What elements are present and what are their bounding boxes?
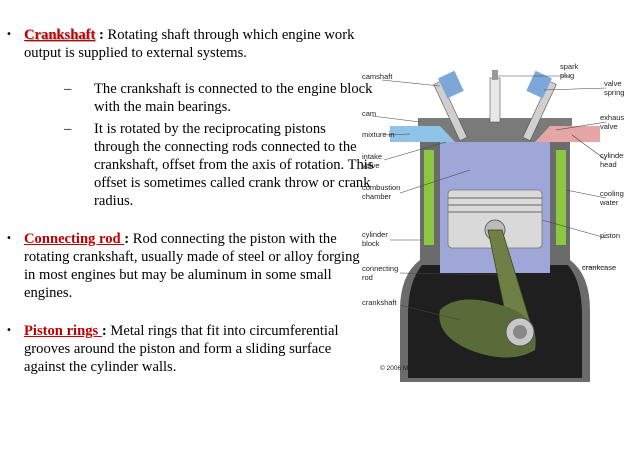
label-valve-spring-1: valve — [604, 79, 622, 88]
label-camshaft: camshaft — [362, 72, 393, 81]
copyright-note: © 2006 Merriam-Webster, Inc. — [380, 364, 467, 372]
spark-plug-tip — [492, 70, 498, 80]
label-spark-plug-2: plug — [560, 71, 574, 80]
bullet-body: Connecting rod : Rod connecting the pist… — [24, 230, 374, 302]
cooling-water-right — [556, 150, 566, 245]
term-piston-rings: Piston rings — [24, 323, 102, 339]
sub-dash: – — [64, 121, 72, 137]
label-valve-spring-2: spring — [604, 88, 624, 97]
bullet-connecting-rod: • Connecting rod : Rod connecting the pi… — [6, 230, 374, 302]
bullet-dot: • — [6, 233, 12, 244]
term-connecting-rod: Connecting rod — [24, 231, 125, 247]
sub-dash: – — [64, 81, 72, 97]
term-separator: : — [95, 27, 108, 43]
cooling-water-left — [424, 150, 434, 245]
term-separator: : — [124, 231, 133, 247]
label-connecting-rod-2: rod — [362, 273, 373, 282]
label-intake-valve-1: intake — [362, 152, 382, 161]
term-crankshaft: Crankshaft — [24, 27, 96, 43]
term-separator: : — [101, 323, 111, 339]
label-cylinder-head-2: head — [600, 160, 617, 169]
connecting-rod-description: Rod connecting the piston with the rotat… — [24, 231, 360, 301]
exhaust-valve-shape — [522, 80, 557, 142]
label-exhaust-valve-1: exhaust — [600, 113, 624, 122]
label-spark-plug-1: spark — [560, 62, 579, 71]
label-cylinder-head-1: cylinder — [600, 151, 624, 160]
text-column: • Crankshaft : Rotating shaft through wh… — [6, 26, 374, 376]
label-mixture-in: mixture in — [362, 130, 395, 139]
label-combustion-chamber-2: chamber — [362, 192, 392, 201]
label-cylinder-block-2: block — [362, 239, 380, 248]
intake-valve-shape — [433, 80, 468, 142]
label-combustion-chamber-1: combustion — [362, 183, 400, 192]
exhaust-cam-shape — [526, 70, 552, 99]
label-connecting-rod-1: connecting — [362, 264, 398, 273]
label-cooling-water-2: water — [599, 198, 619, 207]
label-piston: piston — [600, 231, 620, 240]
label-crankcase: crankcase — [582, 263, 616, 272]
intake-cam-shape — [438, 70, 464, 99]
sub-item-text: The crankshaft is connected to the engin… — [94, 81, 373, 115]
bullet-dot: • — [6, 29, 12, 40]
crankshaft-description: Rotating shaft through which engine work… — [24, 27, 355, 61]
sub-item-reciprocating: – It is rotated by the reciprocating pis… — [64, 120, 374, 210]
intake-port — [390, 126, 455, 142]
crankpin-center — [513, 325, 527, 339]
bullet-dot: • — [6, 325, 12, 336]
exhaust-port — [535, 126, 600, 142]
label-crankshaft: crankshaft — [362, 298, 398, 307]
spark-plug-shape — [489, 77, 501, 123]
bullet-body: Crankshaft : Rotating shaft through whic… — [24, 26, 374, 62]
label-cooling-water-1: cooling — [600, 189, 624, 198]
engine-diagram: camshaft cam mixture in intake valve com… — [362, 62, 624, 382]
label-cylinder-block-1: cylinder — [362, 230, 388, 239]
bullet-body: Piston rings : Metal rings that fit into… — [24, 322, 374, 376]
bullet-piston-rings: • Piston rings : Metal rings that fit in… — [6, 322, 374, 376]
label-cam: cam — [362, 109, 376, 118]
piston-rings-description: Metal rings that fit into circumferentia… — [24, 323, 339, 375]
sub-item-main-bearings: – The crankshaft is connected to the eng… — [64, 80, 374, 116]
label-intake-valve-2: valve — [362, 161, 380, 170]
label-exhaust-valve-2: valve — [600, 122, 618, 131]
bullet-crankshaft: • Crankshaft : Rotating shaft through wh… — [6, 26, 374, 210]
sub-item-text: It is rotated by the reciprocating pisto… — [94, 121, 374, 209]
